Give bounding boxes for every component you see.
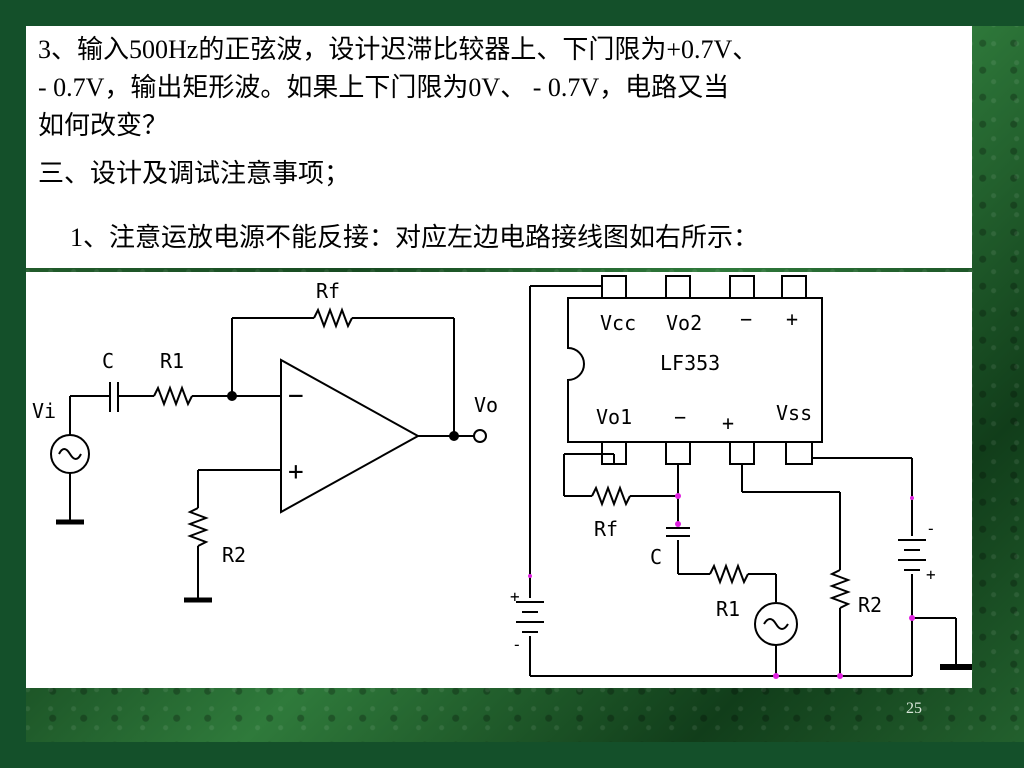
battery-left-minus-label: - [512, 635, 522, 654]
task-line-1: 3、输入500Hz的正弦波，设计迟滞比较器上、下门限为+0.7V、 [38, 35, 759, 64]
label-opamp-minus: − [288, 381, 304, 411]
chip-pin-vss [785, 441, 813, 465]
diagram-panel: Rf C R1 Vi Vo − + R2 Vcc Vo2 − + LF353 V… [26, 272, 972, 688]
node-marker [528, 574, 532, 578]
resistor-rf [313, 307, 353, 329]
output-terminal [473, 429, 487, 443]
chip-label-vcc: Vcc [600, 311, 636, 335]
chip-pin-top-plus [781, 275, 807, 299]
node-marker [675, 521, 681, 527]
bottom-border [0, 742, 1024, 768]
chip-label-top-minus: − [740, 307, 752, 331]
node-marker [675, 493, 681, 499]
junction-dot [227, 391, 237, 401]
chip-label-vss: Vss [776, 401, 812, 425]
node-marker [910, 496, 914, 500]
text-panel: 3、输入500Hz的正弦波，设计迟滞比较器上、下门限为+0.7V、 - 0.7V… [26, 26, 972, 268]
chip-pin-vcc [601, 275, 627, 299]
wiring-label-c: C [650, 545, 662, 569]
task-line-3: 如何改变？ [38, 111, 169, 140]
battery-right-minus-label: - [926, 519, 936, 538]
resistor-r1 [153, 385, 193, 407]
chip-label-bot-plus: + [722, 411, 734, 435]
sine-wave-icon [58, 448, 82, 460]
chip-lf353-body [567, 297, 823, 443]
battery-left-plus-label: + [510, 587, 520, 606]
sine-wave-icon [763, 618, 789, 630]
label-opamp-plus: + [288, 457, 304, 487]
junction-dot [449, 431, 459, 441]
label-r2: R2 [222, 543, 246, 567]
chip-label-top-plus: + [786, 307, 798, 331]
chip-label-vo2: Vo2 [666, 311, 702, 335]
chip-pin-bot-minus [665, 441, 691, 465]
wiring-label-rf: Rf [594, 517, 618, 541]
label-vi: Vi [32, 399, 56, 423]
label-r1: R1 [160, 349, 184, 373]
page-number: 25 [906, 700, 922, 717]
chip-name: LF353 [660, 351, 720, 375]
circuit-diagram: Rf C R1 Vi Vo − + R2 Vcc Vo2 − + LF353 V… [32, 275, 972, 679]
wiring-label-r1: R1 [716, 597, 740, 621]
chip-pin-vo2 [665, 275, 691, 299]
top-border [0, 0, 1024, 26]
node-marker [773, 673, 779, 679]
wiring-resistor-r2 [829, 569, 851, 609]
node-marker [909, 615, 915, 621]
label-rf: Rf [316, 279, 340, 303]
battery-right-plus-label: + [926, 565, 936, 584]
note-line: 1、注意运放电源不能反接：对应左边电路接线图如右所示： [70, 223, 760, 252]
op-amp-triangle [280, 358, 421, 514]
chip-label-bot-minus: − [674, 405, 686, 429]
node-marker [837, 673, 843, 679]
chip-pin-top-minus [729, 275, 755, 299]
wiring-resistor-r1 [709, 563, 749, 585]
wiring-label-r2: R2 [858, 593, 882, 617]
resistor-r2 [187, 507, 209, 547]
ground-right [940, 664, 972, 670]
chip-pin-bot-plus [729, 441, 755, 465]
label-vo: Vo [474, 393, 498, 417]
label-c: C [102, 349, 114, 373]
section-heading: 三、设计及调试注意事项； [38, 159, 351, 188]
left-border [0, 0, 26, 768]
wiring-resistor-rf [591, 485, 631, 507]
task-line-2: - 0.7V，输出矩形波。如果上下门限为0V、 - 0.7V，电路又当 [38, 73, 730, 102]
chip-label-vo1: Vo1 [596, 405, 632, 429]
